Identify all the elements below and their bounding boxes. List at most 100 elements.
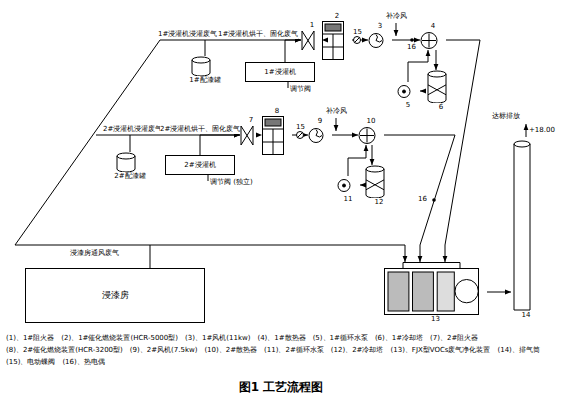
callout-number: 5 — [396, 101, 420, 110]
callout-number: 16 — [407, 43, 416, 52]
callout-number: 10 — [358, 117, 384, 126]
callout-number: 8 — [262, 107, 292, 116]
catalytic-unit: 2 — [322, 12, 352, 60]
duct-line — [332, 135, 358, 136]
machine-box: 2#浸灌机 — [165, 155, 235, 175]
note-label: 调节阀 — [290, 85, 311, 94]
note-label: +18.00 — [529, 126, 555, 135]
callout-number: 12 — [364, 198, 394, 207]
room-box: 浸漆房 — [25, 268, 205, 323]
node-label: 浸漆房 — [102, 290, 129, 301]
flame-arrestor: 7 — [240, 116, 262, 146]
edge-label: 2#浸灌机浸灌废气 — [103, 125, 162, 134]
callout-number: 7 — [240, 116, 262, 125]
key-item: (11)、2#循环水泵 — [264, 346, 324, 355]
callout-number: 9 — [308, 117, 332, 126]
cooling-tower — [364, 165, 386, 198]
radiator-symbol: 4 — [420, 22, 446, 50]
duct-line — [205, 40, 301, 56]
exhaust-stack: 14 — [511, 140, 541, 320]
key-item: (10)、2#散热器 — [204, 346, 257, 355]
duct-line — [150, 245, 405, 268]
callout-number: 15 — [296, 123, 305, 132]
key-item: (1)、1#阻火器 — [6, 334, 54, 343]
radiator-symbol: 10 — [358, 117, 384, 145]
duct-line — [372, 145, 373, 165]
duct-line — [360, 185, 364, 186]
exhaust-stack — [511, 140, 533, 311]
paint-tank: 1#配漆罐 — [181, 56, 229, 86]
note-label: 达标排放 — [492, 112, 520, 121]
water-pump: 11 — [336, 176, 360, 204]
key-item: (16)、热电偶 — [62, 358, 104, 367]
node-label: 2#配漆罐 — [106, 172, 154, 181]
water-pump: 5 — [396, 82, 420, 110]
node-label: 1#浸灌机 — [264, 68, 295, 77]
key-item: (9)、2#风机(7.5kw) — [130, 346, 198, 355]
note-label: 调节阀 (独立) — [210, 178, 253, 187]
callout-number: 14 — [511, 311, 541, 320]
flame-arrestor: 1 — [301, 21, 323, 51]
catalytic-unit: 8 — [262, 107, 292, 155]
fan-symbol — [368, 31, 384, 50]
paint-tank — [181, 56, 221, 76]
note-label: 补冷风 — [326, 107, 347, 116]
key-item: (2)、1#催化燃烧装置(HCR-5000型) — [61, 334, 178, 343]
purifier-unit: 13 — [384, 262, 487, 324]
callout-number: 4 — [420, 22, 446, 31]
key-item: (5)、1#循环水泵 — [313, 334, 368, 343]
key-item: (14)、排气筒 — [497, 346, 539, 355]
node-label: 1#配漆罐 — [181, 76, 229, 85]
air-arrow — [336, 23, 526, 137]
cooling-tower: 12 — [364, 165, 394, 207]
key-item: (3)、1#风机(11kw) — [185, 334, 250, 343]
key-item: (15)、电动蝶阀 — [6, 358, 55, 367]
cooling-tower — [426, 70, 448, 103]
callout-number: 1 — [301, 21, 323, 30]
edge-label: 1#浸灌机浸灌废气 — [158, 30, 217, 39]
water-pump — [336, 176, 352, 195]
catalytic-unit — [322, 21, 344, 60]
key-item: (12)、2#冷却塔 — [331, 346, 384, 355]
radiator-symbol — [420, 31, 438, 50]
duct-line — [420, 91, 426, 92]
fan-symbol: 3 — [368, 22, 392, 50]
callout-number: 3 — [368, 22, 392, 31]
duct-line — [130, 135, 240, 152]
note-label: 补冷风 — [386, 12, 407, 21]
duct-line — [285, 40, 301, 62]
paint-tank — [106, 152, 146, 172]
callout-number: 2 — [322, 12, 352, 21]
key-list: (1)、1#阻火器 (2)、1#催化燃烧装置(HCR-5000型) (3)、1#风机… — [6, 334, 556, 367]
callout-number: 16 — [418, 195, 427, 204]
paint-tank: 2#配漆罐 — [106, 152, 154, 182]
radiator-symbol — [358, 126, 376, 145]
duct-line — [200, 135, 240, 155]
key-item: (7)、2#阻火器 — [430, 334, 478, 343]
fan-symbol — [308, 126, 324, 145]
machine-box: 1#浸灌机 — [245, 62, 315, 82]
duct-line — [408, 50, 428, 82]
callout-number: 6 — [426, 103, 456, 112]
cooling-tower: 6 — [426, 70, 456, 112]
purifier-unit — [384, 262, 479, 315]
callout-number: 11 — [336, 195, 360, 204]
callout-number: 15 — [353, 28, 362, 37]
key-item: (8)、2#催化燃烧装置(HCR-3200型) — [6, 346, 123, 355]
duct-line — [487, 292, 511, 293]
figure-caption: 图1 工艺流程图 — [0, 380, 562, 395]
water-pump — [396, 82, 412, 101]
thermocouple-dot — [410, 38, 436, 202]
catalytic-unit — [262, 116, 284, 155]
duct-line — [384, 135, 455, 262]
key-item: (4)、1#散热器 — [257, 334, 305, 343]
node-label: 2#浸灌机 — [184, 161, 215, 170]
edge-label: 1#浸灌机烘干、固化废气 — [218, 30, 298, 39]
edge-label: 2#浸灌机烘干、固化废气 — [160, 125, 240, 134]
key-item: (6)、1#冷却塔 — [375, 334, 423, 343]
duct-line — [436, 50, 437, 70]
callout-number: 13 — [384, 315, 487, 324]
flame-arrestor — [301, 30, 315, 51]
frame-lines — [15, 40, 205, 245]
